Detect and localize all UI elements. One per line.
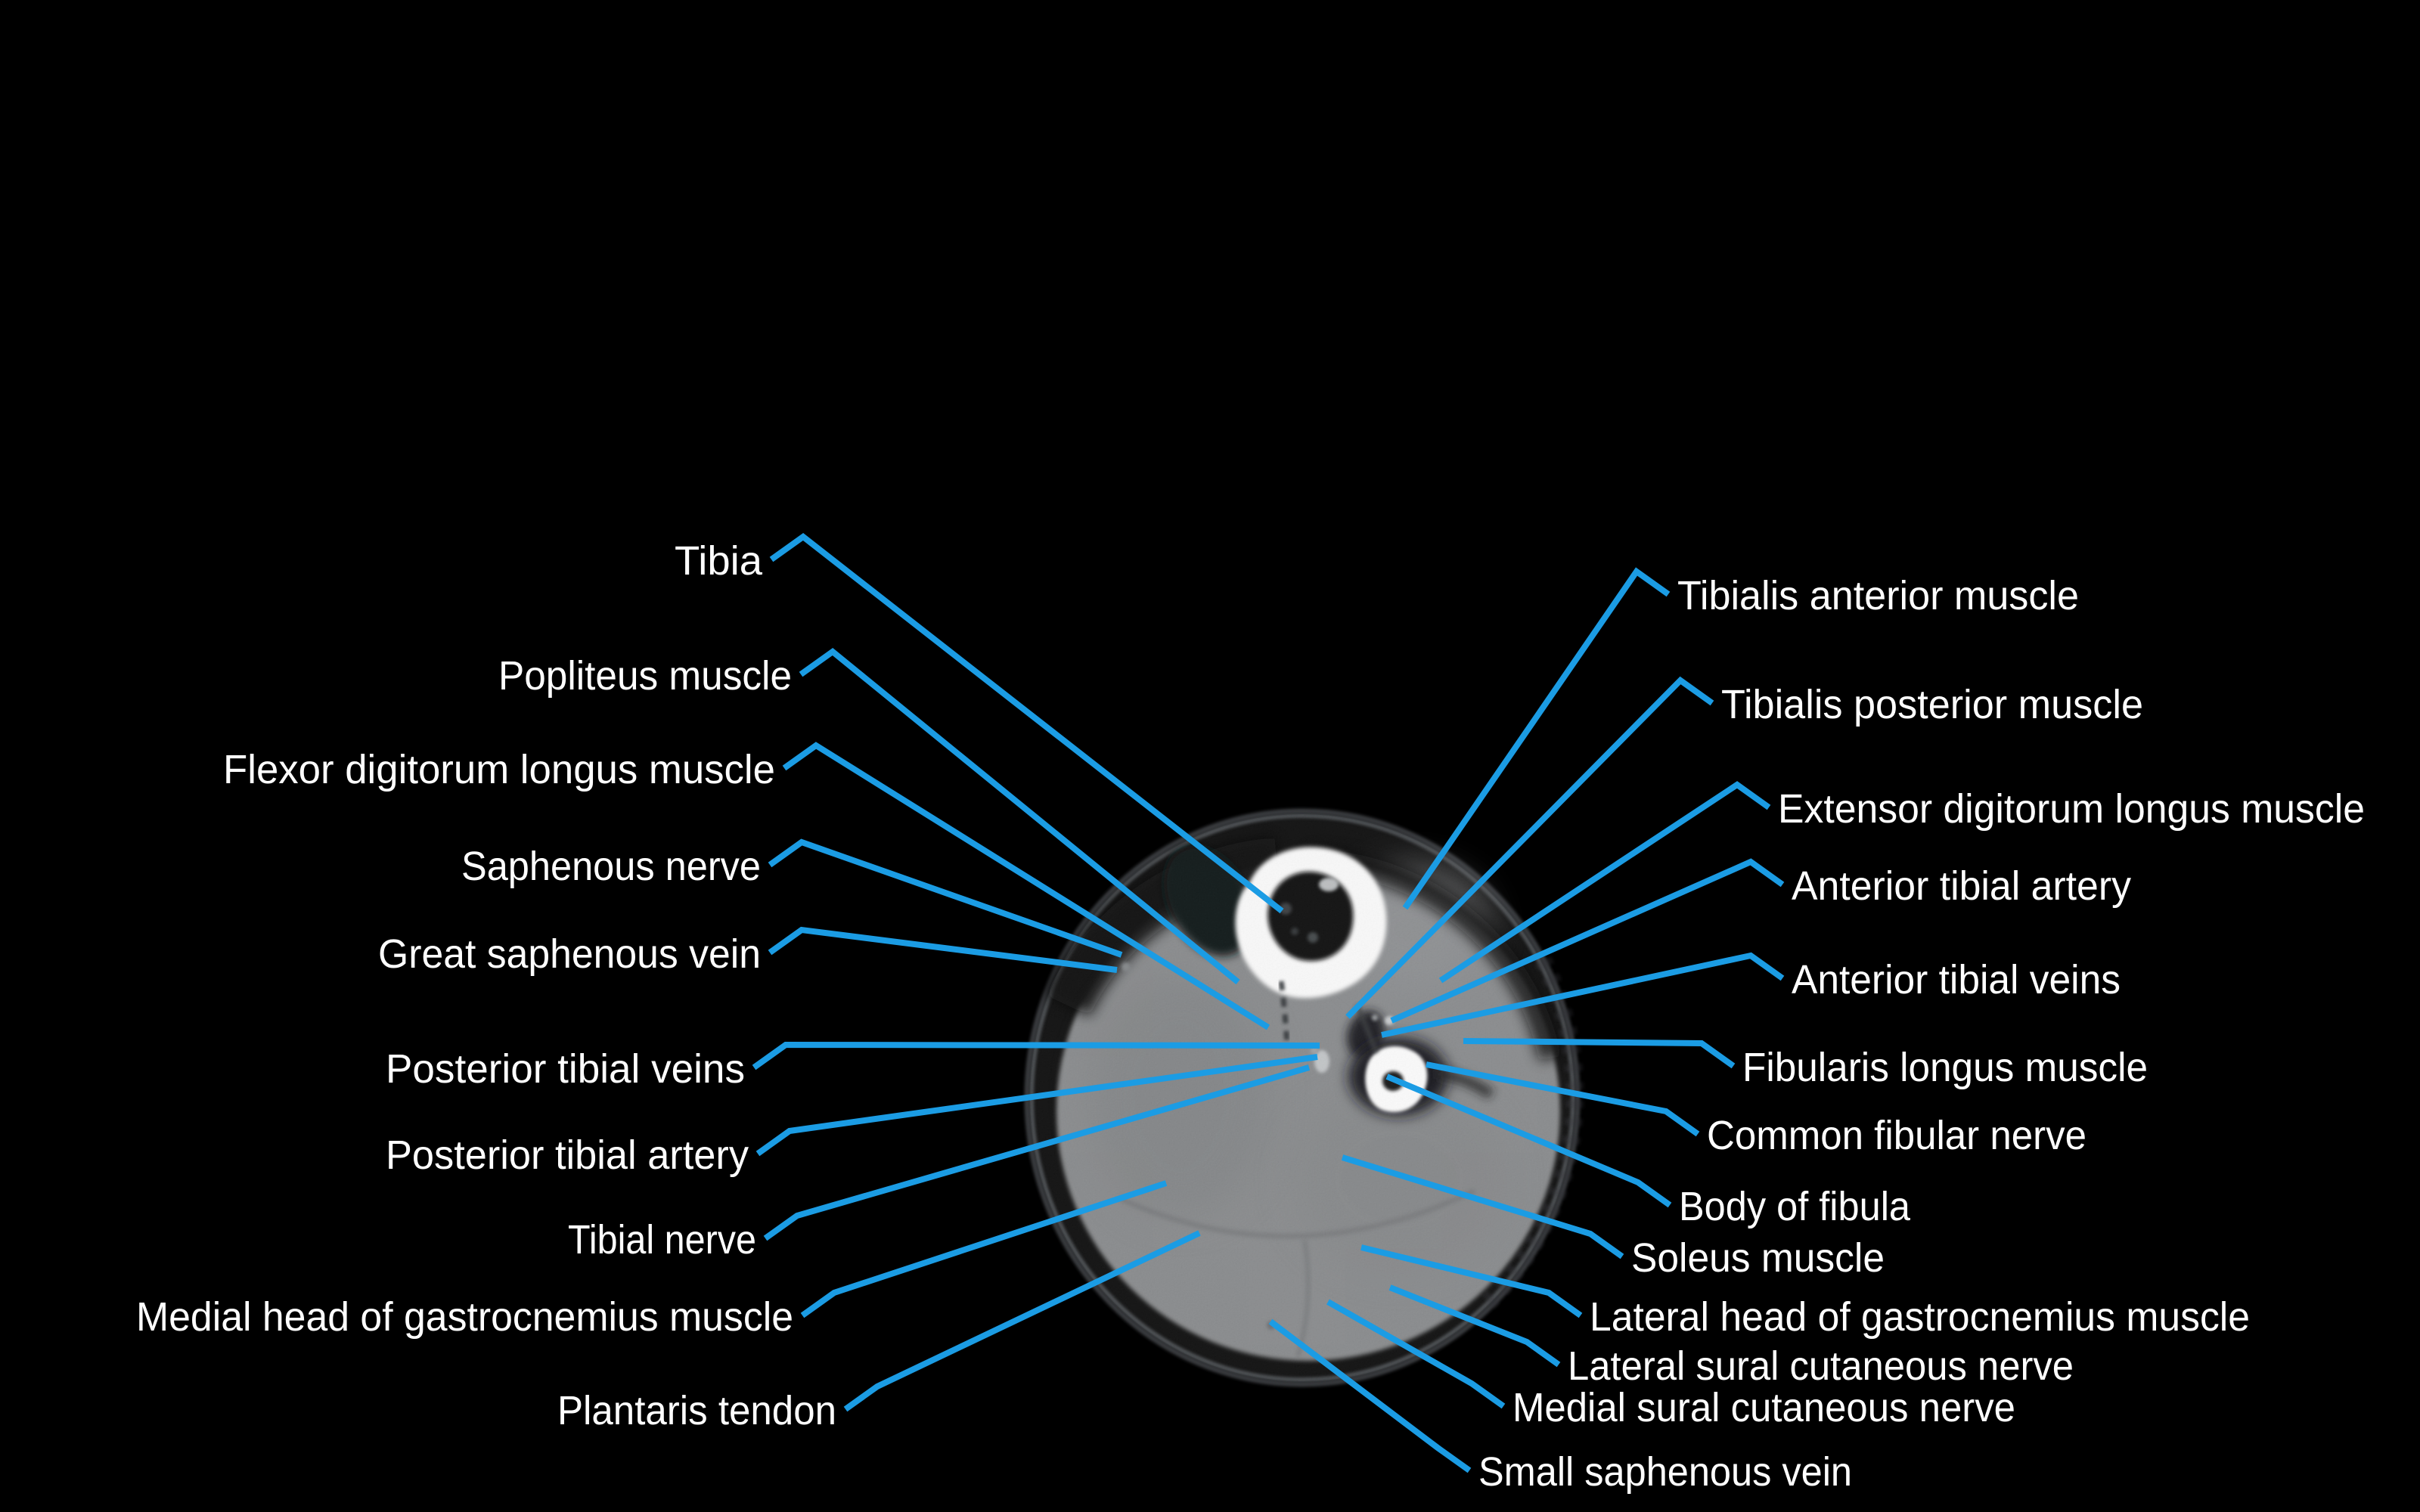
label-body-of-fibula: Body of fibula [1679,1184,1911,1229]
leader-soleus-muscle [1341,1154,1624,1259]
label-lateral-head-of-gastrocnemius-muscle: Lateral head of gastrocnemius muscle [1590,1294,2250,1340]
leader-tibia [769,533,1284,914]
label-common-fibular-nerve: Common fibular nerve [1707,1113,2086,1158]
leader-lateral-head-of-gastrocnemius-muscle [1360,1244,1583,1318]
leader-body-of-fibula [1385,1074,1672,1208]
label-extensor-digitorum-longus-muscle: Extensor digitorum longus muscle [1778,786,2365,832]
leader-tibial-nerve [763,1064,1311,1241]
label-small-saphenous-vein: Small saphenous vein [1478,1449,1852,1495]
label-anterior-tibial-artery: Anterior tibial artery [1792,863,2131,909]
label-fibularis-longus-muscle: Fibularis longus muscle [1742,1045,2148,1090]
leader-flexor-digitorum-longus-muscle [782,742,1270,1030]
leader-popliteus-muscle [799,647,1240,985]
ct-noise-texture [1030,814,1575,1381]
label-tibialis-posterior-muscle: Tibialis posterior muscle [1721,682,2143,727]
label-saphenous-nerve: Saphenous nerve [461,844,761,889]
labels: Tibia Popliteus muscle Flexor digitorum … [136,538,2365,1495]
leader-extensor-digitorum-longus-muscle [1438,781,1771,984]
label-tibia: Tibia [675,538,763,584]
leader-saphenous-nerve [768,838,1123,958]
label-posterior-tibial-artery: Posterior tibial artery [386,1132,749,1178]
leader-tibialis-posterior-muscle [1345,676,1714,1019]
label-tibialis-anterior-muscle: Tibialis anterior muscle [1677,573,2079,618]
leader-tibialis-anterior-muscle [1402,567,1671,910]
label-posterior-tibial-veins: Posterior tibial veins [386,1046,745,1092]
leader-posterior-tibial-veins [752,1041,1320,1070]
label-lateral-sural-cutaneous-nerve: Lateral sural cutaneous nerve [1568,1343,2074,1389]
leader-posterior-tibial-artery [755,1054,1318,1157]
leader-medial-head-of-gastrocnemius-muscle [800,1180,1168,1318]
leader-small-saphenous-vein [1268,1318,1472,1473]
label-medial-head-of-gastrocnemius-muscle: Medial head of gastrocnemius muscle [136,1294,793,1340]
leader-plantaris-tendon [843,1230,1201,1412]
label-soleus-muscle: Soleus muscle [1631,1235,1885,1281]
label-great-saphenous-vein: Great saphenous vein [378,931,761,977]
label-plantaris-tendon: Plantaris tendon [557,1388,836,1433]
leader-anterior-tibial-veins [1381,952,1785,1038]
label-anterior-tibial-veins: Anterior tibial veins [1792,957,2121,1002]
label-tibial-nerve: Tibial nerve [568,1217,756,1263]
leader-lines [752,533,1785,1473]
leader-great-saphenous-vein [768,926,1118,973]
leader-anterior-tibial-artery [1390,858,1785,1024]
leader-common-fibular-nerve [1426,1061,1700,1137]
fat-ridges-lateral [1475,956,1584,1315]
ct-cross-section [1025,809,1584,1387]
leader-medial-sural-cutaneous-nerve [1326,1299,1506,1409]
label-medial-sural-cutaneous-nerve: Medial sural cutaneous nerve [1512,1385,2015,1430]
leader-fibularis-longus-muscle [1463,1038,1736,1069]
leader-lateral-sural-cutaneous-nerve [1388,1284,1561,1368]
label-popliteus-muscle: Popliteus muscle [498,653,792,699]
label-flexor-digitorum-longus-muscle: Flexor digitorum longus muscle [223,747,775,792]
